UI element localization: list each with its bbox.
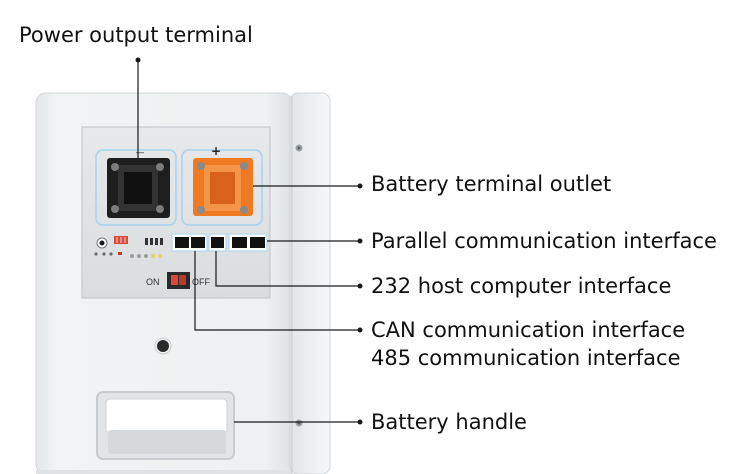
power-switch[interactable]: [167, 272, 190, 289]
pin-header: [145, 238, 163, 245]
side-screw-icon: [295, 419, 303, 427]
host-232-port[interactable]: [208, 233, 227, 252]
parallel-port[interactable]: [228, 233, 268, 252]
leader-dot: [357, 238, 363, 244]
label-485-communication-interface: 485 communication interface: [371, 346, 681, 370]
positive-terminal: [181, 149, 263, 226]
leader-dot: [135, 57, 141, 63]
label-232-host-computer-interface: 232 host computer interface: [371, 274, 672, 298]
label-battery-handle: Battery handle: [371, 410, 527, 434]
label-parallel-communication-interface: Parallel communication interface: [371, 229, 717, 253]
side-screw-icon: [295, 144, 303, 152]
can-485-port[interactable]: [171, 233, 208, 252]
leader-dot: [357, 183, 363, 189]
mounting-hole-icon: [154, 337, 172, 355]
label-battery-terminal-outlet: Battery terminal outlet: [371, 172, 612, 196]
leader-dot: [357, 419, 363, 425]
status-led-icon: [94, 252, 113, 256]
soc-indicator-leds: [130, 254, 162, 258]
label-can-communication-interface: CAN communication interface: [371, 318, 686, 342]
leader-dot: [357, 283, 363, 289]
battery-handle[interactable]: [96, 391, 235, 460]
switch-off-label: OFF: [192, 277, 210, 287]
leader-lines: [137, 60, 360, 423]
leader-can-485: [194, 251, 360, 331]
label-power-output-terminal: Power output terminal: [19, 23, 253, 47]
led-icon: [118, 252, 122, 255]
device-side-panel: [289, 92, 331, 474]
leader-dot: [357, 327, 363, 333]
switch-on-label: ON: [146, 277, 160, 287]
negative-mark: —: [136, 148, 145, 158]
reset-button-icon[interactable]: [96, 237, 108, 249]
leader-host-232: [215, 251, 360, 287]
dip-switch[interactable]: [114, 236, 128, 244]
negative-terminal: [95, 149, 177, 226]
positive-mark: +: [211, 144, 221, 158]
leader-dots: [135, 57, 363, 425]
